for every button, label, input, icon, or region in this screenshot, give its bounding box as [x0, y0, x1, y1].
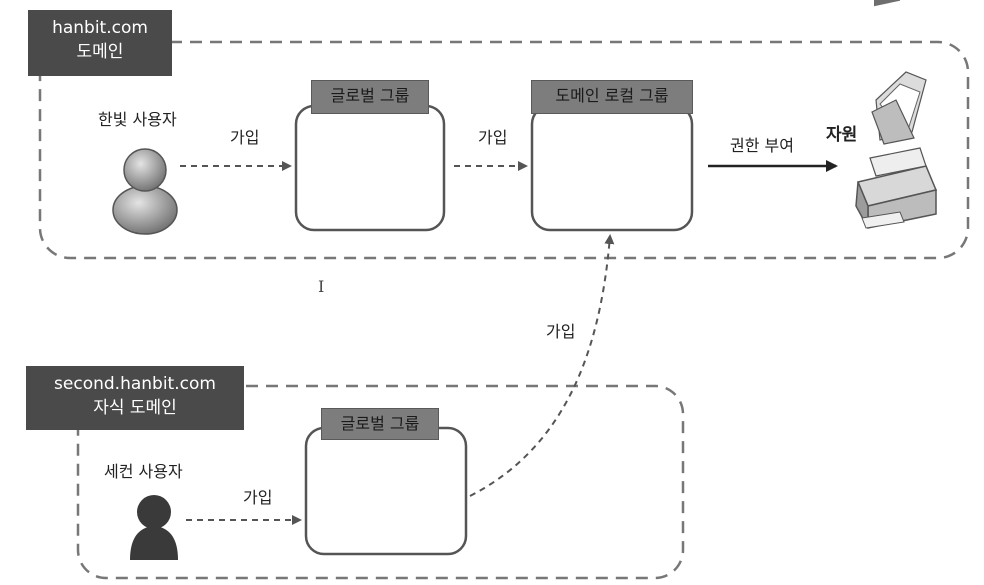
domain-local-group-label: 도메인 로컬 그룹 [531, 80, 693, 114]
global-group-box-child [304, 426, 468, 556]
user-silhouette-icon [130, 495, 178, 560]
join-label-child-user-global: 가입 [243, 488, 273, 507]
top-user-label: 한빛 사용자 [98, 110, 177, 129]
global-group-label-top: 글로벌 그룹 [311, 80, 429, 114]
global-group-label-child: 글로벌 그룹 [321, 408, 439, 440]
child-domain-type: 자식 도메인 [93, 398, 177, 418]
join-label-user-global: 가입 [230, 128, 260, 147]
resource-label: 자원 [826, 125, 858, 145]
child-domain-name: second.hanbit.com [54, 374, 216, 394]
top-domain-boundary [38, 40, 970, 260]
join-label-global-local: 가입 [478, 128, 508, 147]
child-domain-boundary [76, 384, 685, 580]
child-user-label: 세컨 사용자 [104, 462, 183, 481]
arrow-child-global-to-local [469, 234, 615, 497]
global-group-box-top [294, 104, 446, 232]
grant-permission-label: 권한 부여 [730, 136, 794, 155]
top-domain-name: hanbit.com [52, 18, 148, 38]
printer-fax-icon [855, 0, 938, 229]
top-domain-type: 도메인 [76, 42, 124, 62]
folder-papers-icon [871, 71, 927, 145]
child-domain-label: second.hanbit.com 자식 도메인 [26, 366, 244, 430]
domain-local-group-box [530, 104, 694, 232]
join-label-child-global-local: 가입 [546, 322, 576, 341]
text-cursor-icon: I [318, 277, 324, 296]
user-silhouette-icon [112, 148, 178, 235]
top-domain-label: hanbit.com 도메인 [28, 10, 172, 76]
